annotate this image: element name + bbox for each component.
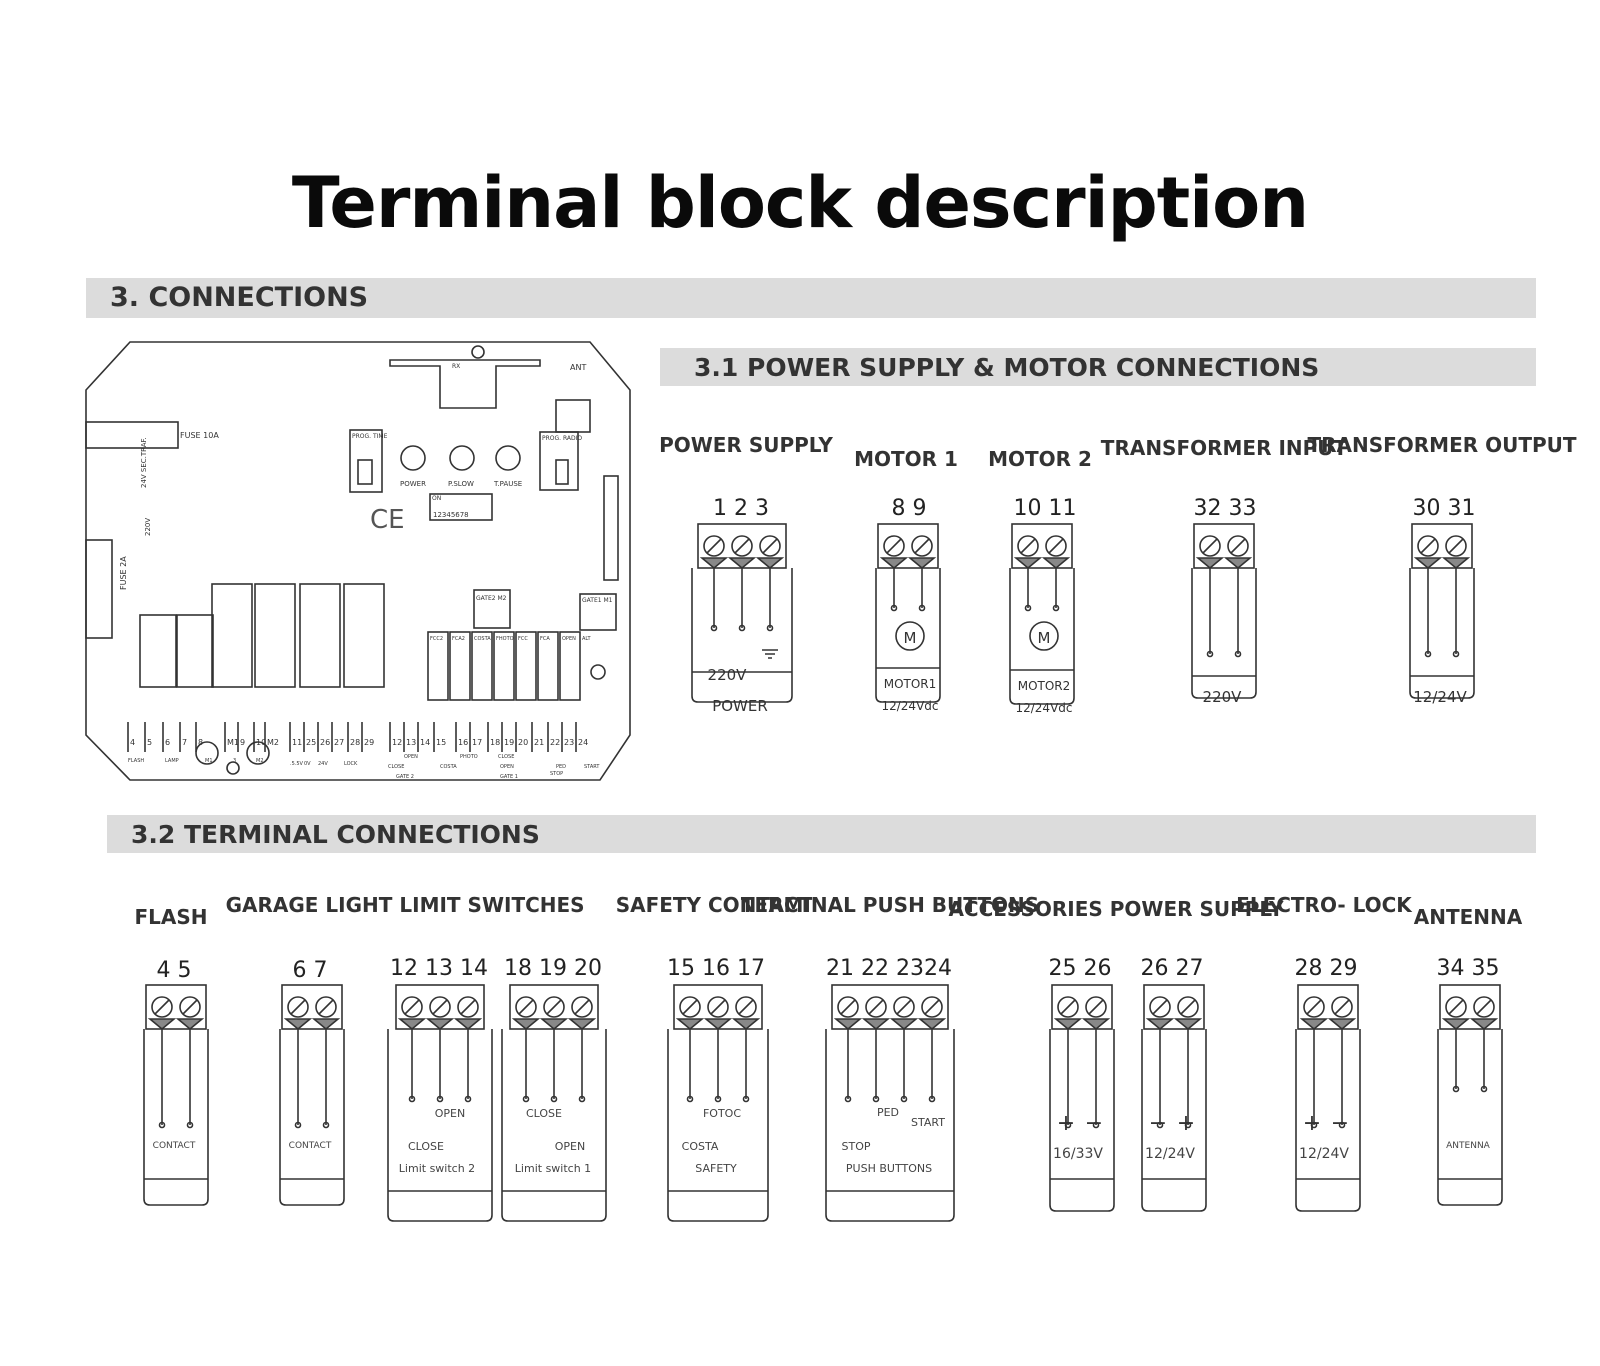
board-bottom-label: CLOSE	[498, 754, 514, 760]
board-terminal-number: 25	[306, 738, 316, 747]
board-terminal-number: 14	[420, 738, 430, 747]
board-tpause-label: T.PAUSE	[493, 480, 522, 488]
board-bottom-label: GATE 1	[500, 774, 518, 780]
board-led-label: OPEN	[562, 636, 576, 642]
board-terminal-number: 10	[256, 738, 266, 747]
board-bottom-label: FLASH	[128, 758, 144, 764]
board-terminal-number: 20	[518, 738, 528, 747]
board-terminal-number: 7	[182, 738, 187, 747]
board-bottom-label: CLOSE	[388, 764, 404, 770]
board-pslow-label: P.SLOW	[448, 480, 474, 488]
board-ant-label: ANT	[570, 363, 586, 372]
board-terminal-number: 11	[292, 738, 302, 747]
board-bottom-label: GATE 2	[396, 774, 414, 780]
board-dip-label: 12345678	[433, 511, 469, 519]
board-bottom-label: 0V	[304, 761, 311, 767]
board-bottom-label: STOP	[550, 771, 563, 777]
board-led-label: ALT	[582, 636, 592, 642]
board-bottom-label: PED	[556, 764, 566, 770]
board-bottom-label: .5.5V	[290, 761, 304, 767]
board-terminal-number: 21	[534, 738, 544, 747]
board-terminal-number: 26	[320, 738, 330, 747]
board-gate2-label: GATE2 M2	[476, 595, 507, 602]
board-bottom-label: LOCK	[344, 761, 358, 767]
board-terminal-number: 23	[564, 738, 574, 747]
board-terminal-number: 19	[504, 738, 514, 747]
board-led-label: FCA	[540, 636, 550, 642]
board-fuse10a-label: FUSE 10A	[180, 431, 219, 440]
section-header-power-motor: 3.1 POWER SUPPLY & MOTOR CONNECTIONS	[660, 348, 1536, 386]
board-terminal-number: 12	[392, 738, 402, 747]
board-terminal-number: 5	[147, 738, 152, 747]
board-bottom-label: START	[584, 764, 600, 770]
board-rx-label: RX	[452, 363, 460, 370]
board-terminal-number: 27	[334, 738, 344, 747]
board-bottom-label: COSTA	[440, 764, 457, 770]
board-bottom-label: LAMP	[165, 758, 179, 764]
board-sec-traf-label: 24V SEC.TRAF.	[140, 437, 148, 488]
board-prog-time-label: PROG. TIME	[352, 433, 388, 440]
board-bottom-label: PHOTO	[460, 754, 478, 760]
board-terminal-number: 6	[165, 738, 170, 747]
section-header-connections: 3. CONNECTIONS	[86, 278, 1536, 318]
board-terminal-number: M2	[267, 738, 279, 747]
board-terminal-number: 29	[364, 738, 374, 747]
board-bottom-label: 24V	[318, 761, 328, 767]
board-terminal-number: 8	[198, 738, 203, 747]
board-ce-mark: CE	[370, 505, 405, 535]
board-terminal-number: 9	[240, 738, 245, 747]
board-bottom-label: M2	[256, 758, 264, 764]
board-fuse2a-label: FUSE 2A	[119, 556, 128, 590]
board-on-label: ON	[432, 495, 441, 502]
board-terminal-number: 17	[472, 738, 482, 747]
board-terminal-number: 28	[350, 738, 360, 747]
board-terminal-number: 13	[406, 738, 416, 747]
board-led-label: FCA2	[452, 636, 465, 642]
board-terminal-number: M1	[227, 738, 239, 747]
board-terminal-number: 22	[550, 738, 560, 747]
board-led-label: FCC	[518, 636, 528, 642]
board-bottom-label: M1	[205, 758, 213, 764]
section-header-terminal: 3.2 TERMINAL CONNECTIONS	[107, 815, 1536, 853]
board-led-label: FCC2	[430, 636, 443, 642]
board-bottom-label: OPEN	[500, 764, 514, 770]
board-led-label: COSTA	[474, 636, 491, 642]
board-gate1-label: GATE1 M1	[582, 597, 613, 604]
board-bottom-label: OPEN	[404, 754, 418, 760]
board-bottom-label: 3	[233, 758, 236, 764]
page-title: Terminal block description	[291, 162, 1309, 244]
board-terminal-number: 4	[130, 738, 135, 747]
board-terminal-number: 18	[490, 738, 500, 747]
board-terminal-number: 16	[458, 738, 468, 747]
board-power-label: POWER	[400, 480, 426, 488]
board-terminal-number: 24	[578, 738, 588, 747]
board-prog-radio-label: PROG. RADIO	[542, 435, 582, 442]
board-terminal-number: 15	[436, 738, 446, 747]
board-220v-label: 220V	[144, 518, 152, 536]
board-led-label: FHOTO	[496, 636, 514, 642]
